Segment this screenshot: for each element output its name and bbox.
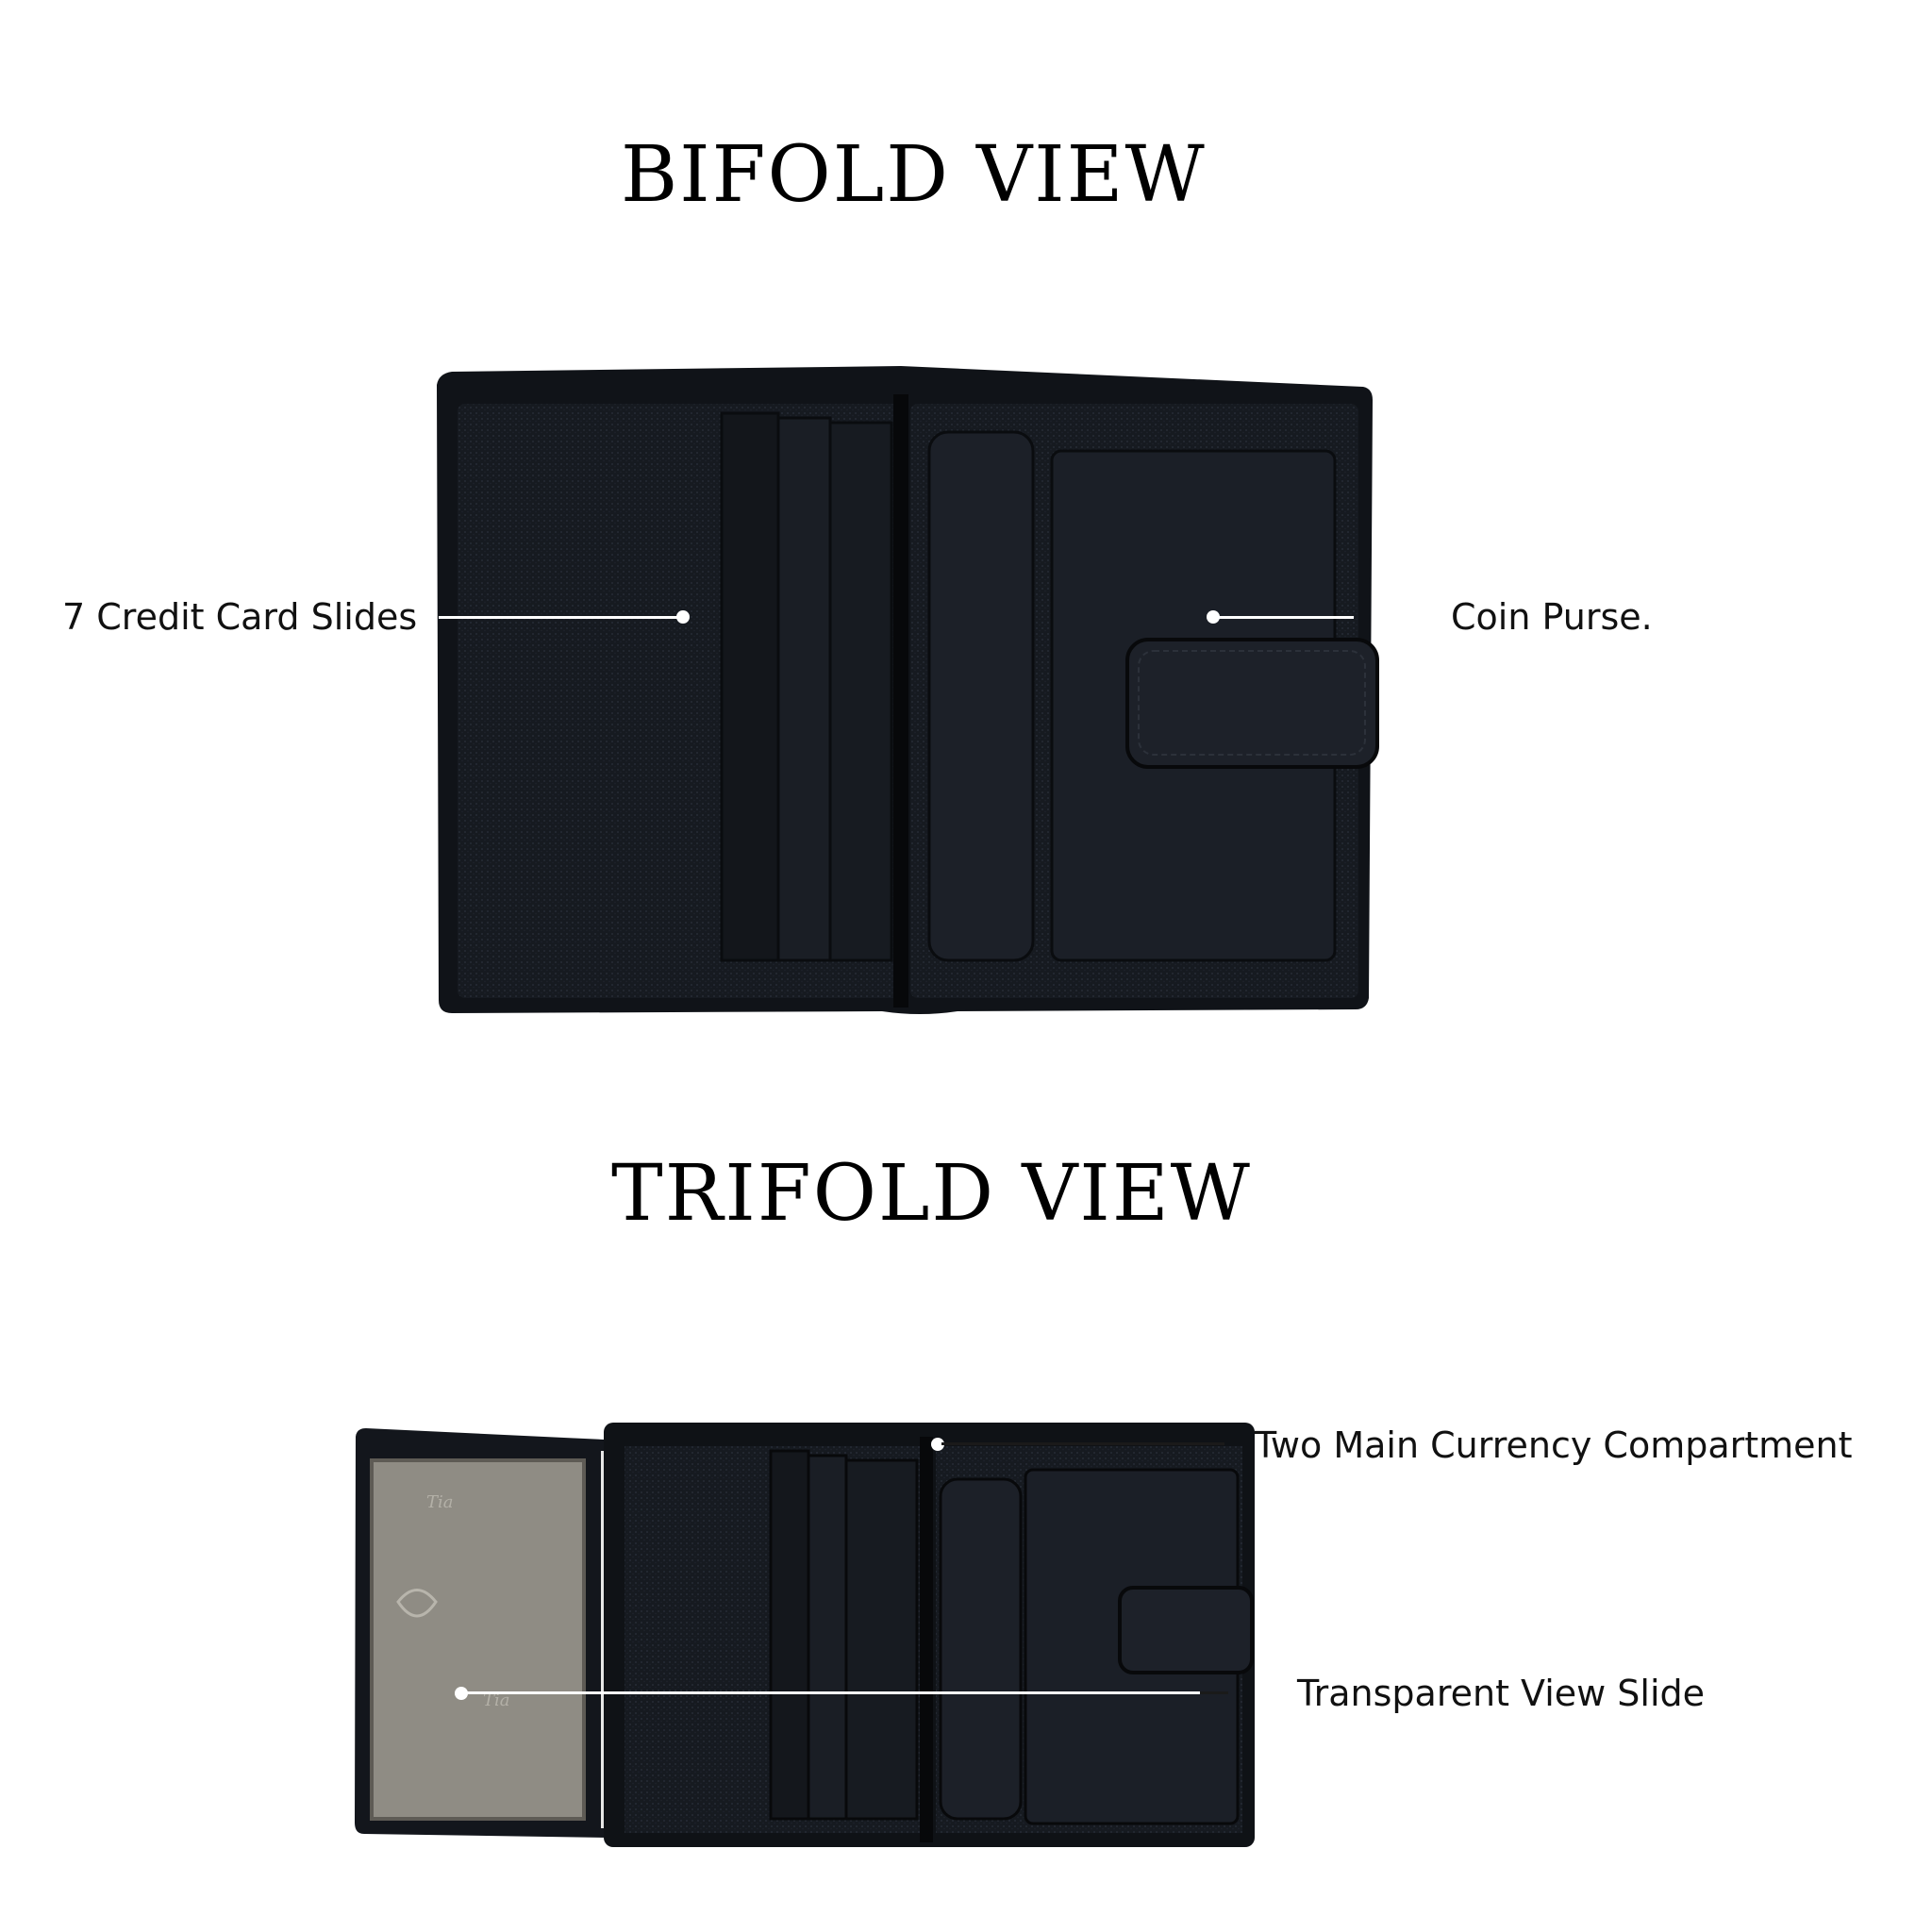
coin-leader-dot [1207, 610, 1220, 624]
cards-leader-dot [676, 610, 690, 624]
credit-card-slides-label: 7 Credit Card Slides [62, 596, 418, 638]
currency-leader-dot [931, 1438, 944, 1451]
view-slide-leader-dot [455, 1687, 468, 1700]
trifold-wallet-image: Tia Tia [355, 1423, 1255, 1847]
coin-leader-line [1217, 616, 1354, 619]
view-slide-leader-line-outside [1200, 1691, 1228, 1694]
svg-text:Tia: Tia [483, 1690, 510, 1710]
currency-leader-line [941, 1442, 1224, 1445]
cards-leader-line [439, 616, 686, 619]
coin-purse-label: Coin Purse. [1451, 596, 1653, 638]
trifold-title: TRIFOLD VIEW [611, 1149, 1252, 1239]
bifold-title: BIFOLD VIEW [621, 130, 1207, 220]
bifold-wallet-image [437, 366, 1379, 1014]
currency-compartment-label: Two Main Currency Compartment [1255, 1424, 1853, 1466]
svg-text:Tia: Tia [426, 1492, 454, 1512]
transparent-view-slide-label: Transparent View Slide [1297, 1673, 1706, 1714]
view-slide-leader-line [464, 1691, 1200, 1694]
